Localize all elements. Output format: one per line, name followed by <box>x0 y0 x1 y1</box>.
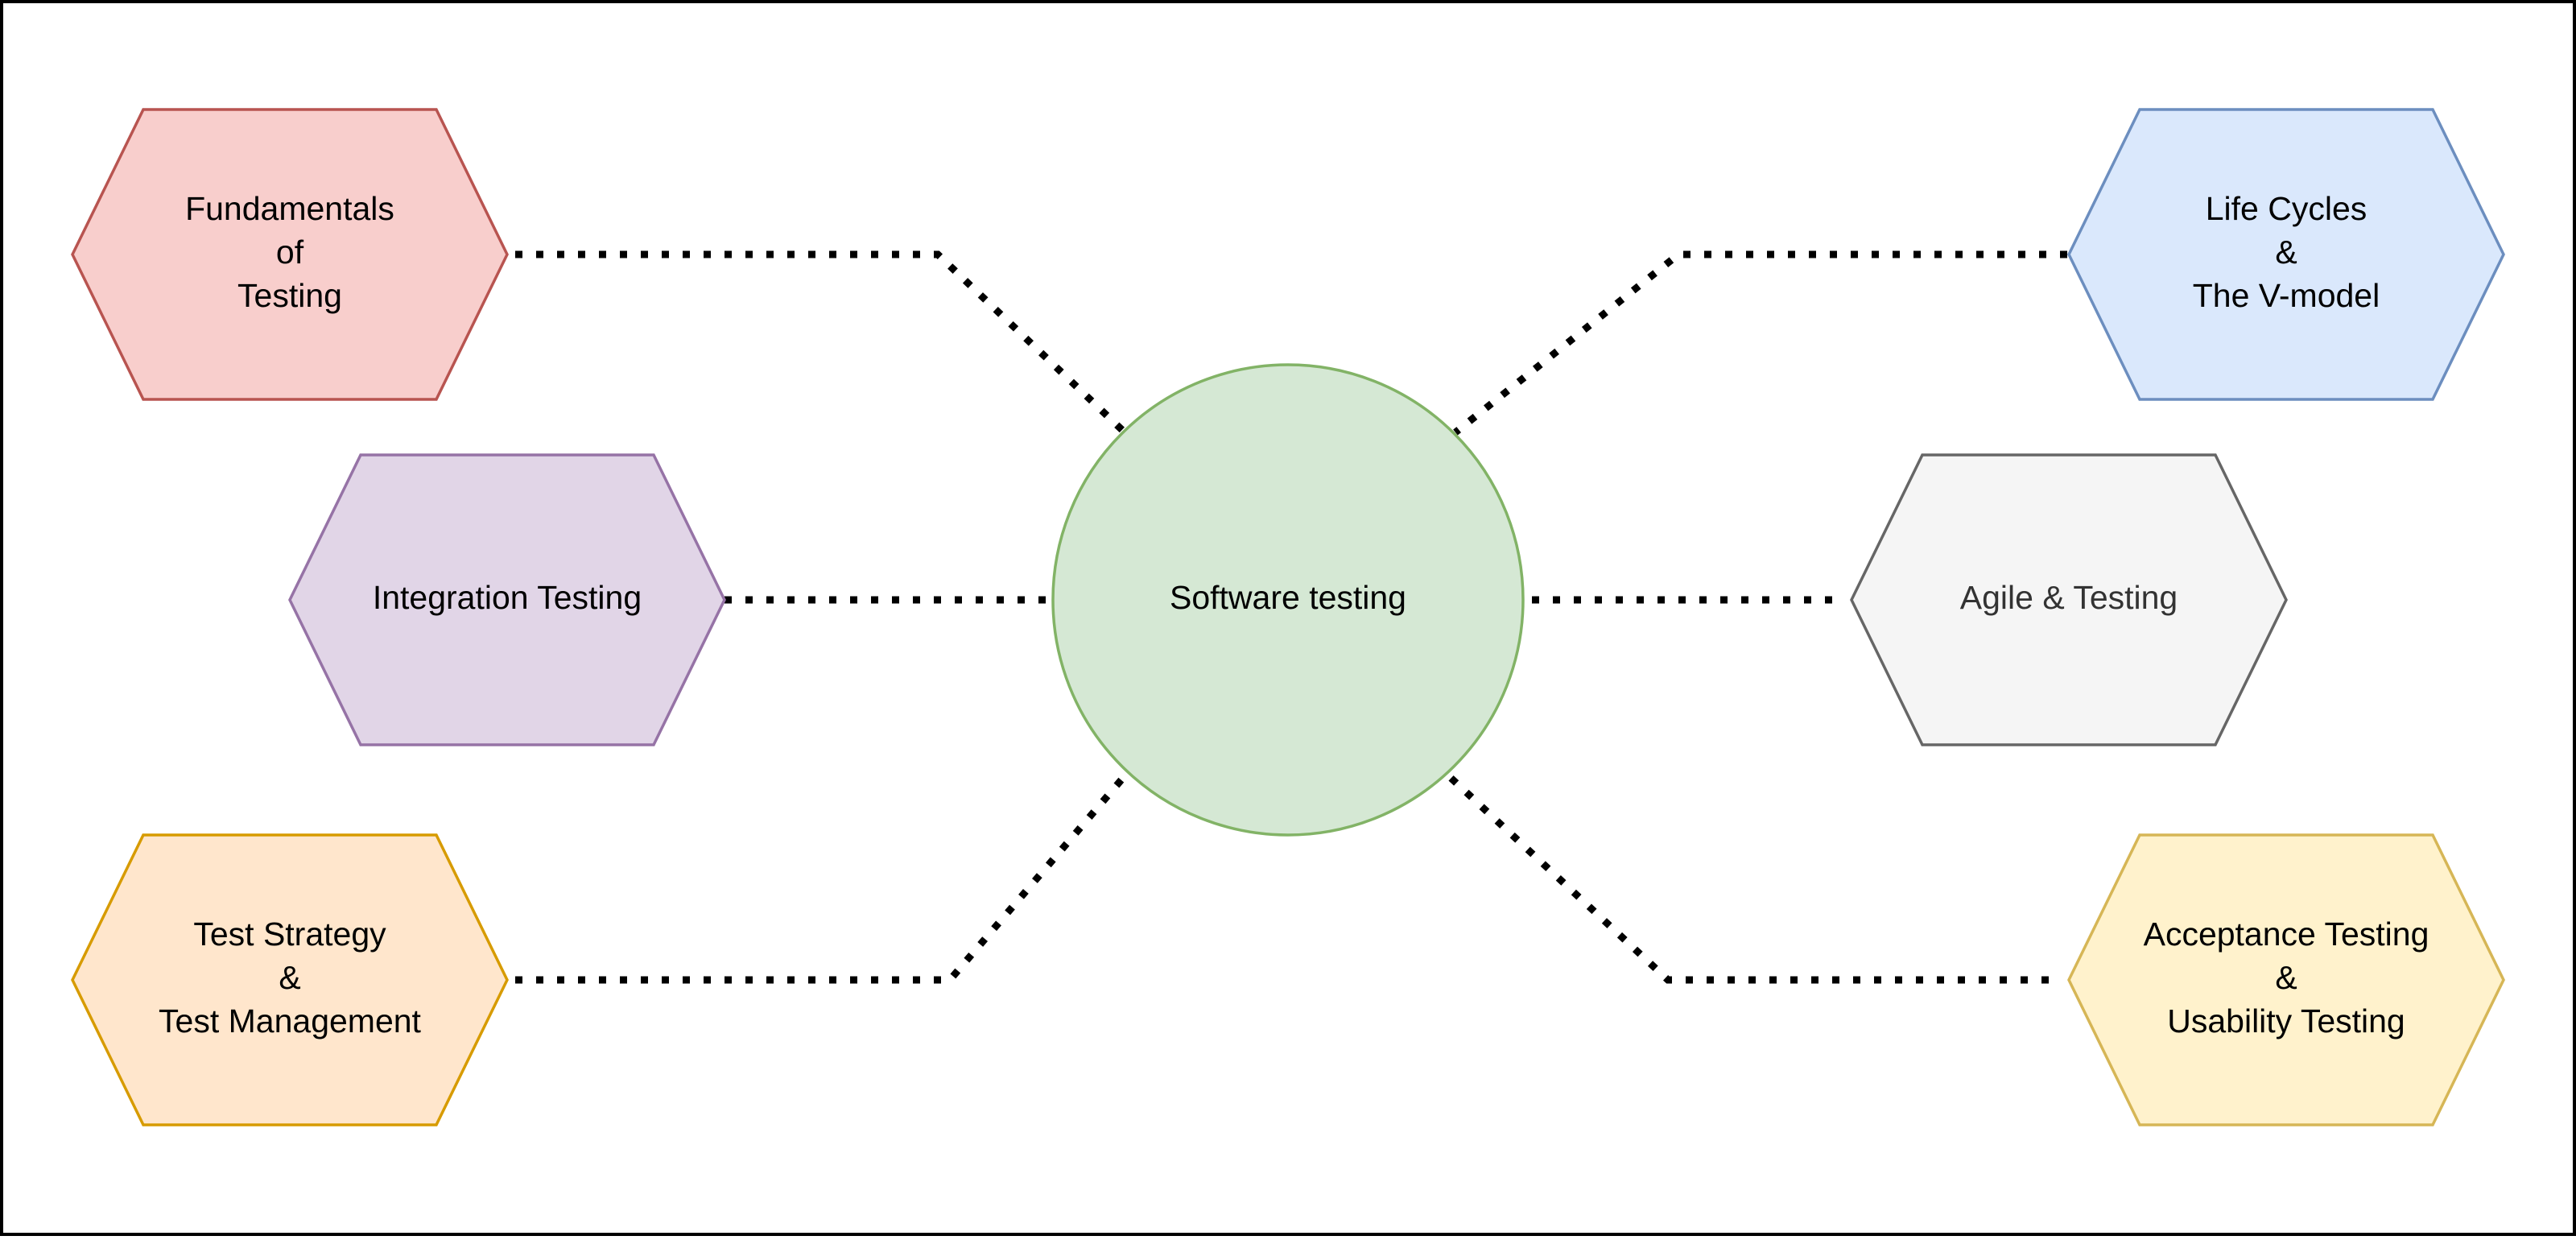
node-label-acceptance-line-3: Usability Testing <box>2167 1002 2405 1040</box>
hexagon-fundamentals <box>71 108 509 401</box>
topic-node-acceptance: Acceptance Testing & Usability Testing <box>2067 833 2505 1126</box>
connector-life-cycles <box>1453 250 2067 436</box>
connector-acceptance <box>1446 773 2049 984</box>
topic-node-test-strategy: Test Strategy & Test Management <box>71 833 509 1126</box>
connector-fundamentals <box>515 250 1126 434</box>
node-label-agile-line-1: Agile & Testing <box>1960 579 2178 616</box>
hexagon-test-strategy <box>71 833 509 1126</box>
topic-node-integration: Integration Testing <box>288 453 726 746</box>
center-label: Software testing <box>1170 579 1406 616</box>
center-node: Software testing <box>1051 363 1525 837</box>
node-label-life-cycles-line-3: The V-model <box>2193 277 2380 314</box>
node-label-fundamentals-line-1: Fundamentals <box>185 190 394 227</box>
node-label-life-cycles-line-2: & <box>2275 234 2297 271</box>
connectors-group <box>515 250 2067 984</box>
node-label-fundamentals-line-2: of <box>276 234 304 271</box>
hexagon-acceptance <box>2067 833 2505 1126</box>
center-circle <box>1051 363 1525 837</box>
topic-node-agile: Agile & Testing <box>1850 453 2288 746</box>
hexagon-integration <box>288 453 726 746</box>
node-label-test-strategy-line-2: & <box>279 959 300 996</box>
node-label-acceptance-line-1: Acceptance Testing <box>2144 916 2429 953</box>
hexagon-agile <box>1850 453 2288 746</box>
node-label-test-strategy-line-3: Test Management <box>159 1002 422 1040</box>
node-label-test-strategy-line-1: Test Strategy <box>193 916 386 953</box>
hexagon-life-cycles <box>2067 108 2505 401</box>
node-label-integration-line-1: Integration Testing <box>373 579 642 616</box>
node-label-fundamentals-line-3: Testing <box>237 277 342 314</box>
node-label-life-cycles-line-1: Life Cycles <box>2206 190 2368 227</box>
node-label-acceptance-line-2: & <box>2275 959 2297 996</box>
topic-node-life-cycles: Life Cycles & The V-model <box>2067 108 2505 401</box>
